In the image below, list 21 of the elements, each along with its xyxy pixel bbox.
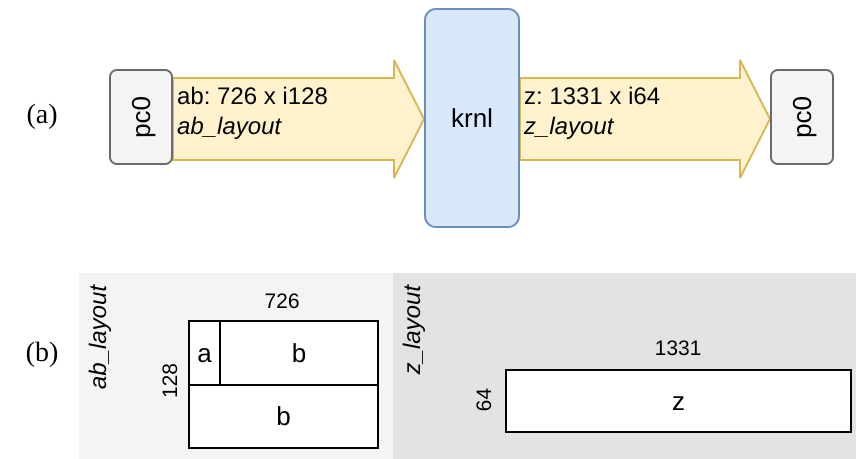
data-arrow (519, 59, 772, 179)
layout-panel (79, 273, 393, 459)
layout-panel (393, 273, 856, 459)
memory-region: b (188, 384, 379, 449)
endpoint-box: pc0 (770, 69, 834, 165)
edge-label: ab: 726 x i128 ab_layout (177, 82, 328, 142)
dimension-label: 1331 (654, 338, 702, 358)
dimension-label: 726 (264, 290, 300, 312)
panel-label: (a) (26, 101, 58, 129)
layout-title: z_layout (398, 285, 427, 374)
dimension-label: 64 (474, 388, 494, 412)
endpoint-box: pc0 (109, 69, 173, 165)
dimension-label: 128 (160, 363, 180, 399)
memory-region: a (188, 320, 221, 386)
edge-label: z: 1331 x i64 z_layout (524, 82, 660, 142)
panel-label: (b) (26, 339, 58, 367)
kernel-box: krnl (424, 8, 520, 228)
memory-region: b (219, 320, 379, 386)
layout-title: ab_layout (84, 285, 113, 390)
memory-region: z (505, 369, 852, 433)
data-arrow (172, 59, 426, 179)
